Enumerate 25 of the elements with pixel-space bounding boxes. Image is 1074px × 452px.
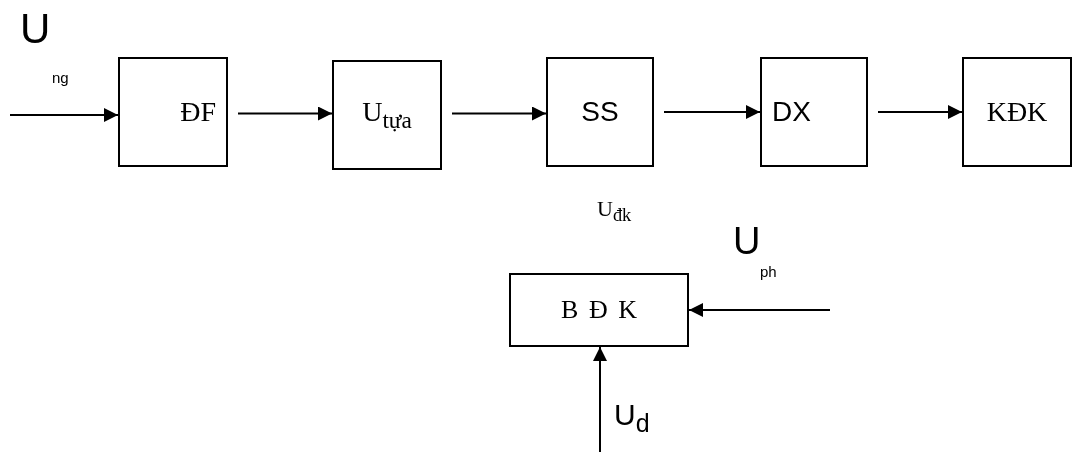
block-box [332, 60, 442, 170]
block-box [546, 57, 654, 167]
block-label: U$_{tựa}$ [362, 98, 412, 132]
block-box [118, 57, 228, 167]
signal-label: U [20, 8, 51, 50]
signal-label: U$_{đk}$ [597, 198, 632, 225]
block-label: DX [772, 98, 811, 126]
signal-label: U [733, 222, 761, 260]
block-label: B Đ K [561, 297, 637, 323]
arrow [593, 346, 607, 452]
arrow [663, 105, 761, 119]
block-box [760, 57, 868, 167]
arrow [688, 303, 831, 317]
arrow [877, 105, 963, 119]
arrow [451, 106, 547, 121]
arrow [9, 108, 119, 122]
block-label: ĐF [180, 98, 216, 126]
block-box [509, 273, 689, 347]
block-label: KĐK [986, 98, 1048, 126]
block-box [962, 57, 1072, 167]
arrow [237, 106, 333, 121]
signal-label: ng [52, 70, 69, 85]
signal-label: U$_{d}$ [614, 400, 650, 436]
signal-label: ph [760, 264, 777, 279]
block-label: SS [581, 98, 619, 126]
